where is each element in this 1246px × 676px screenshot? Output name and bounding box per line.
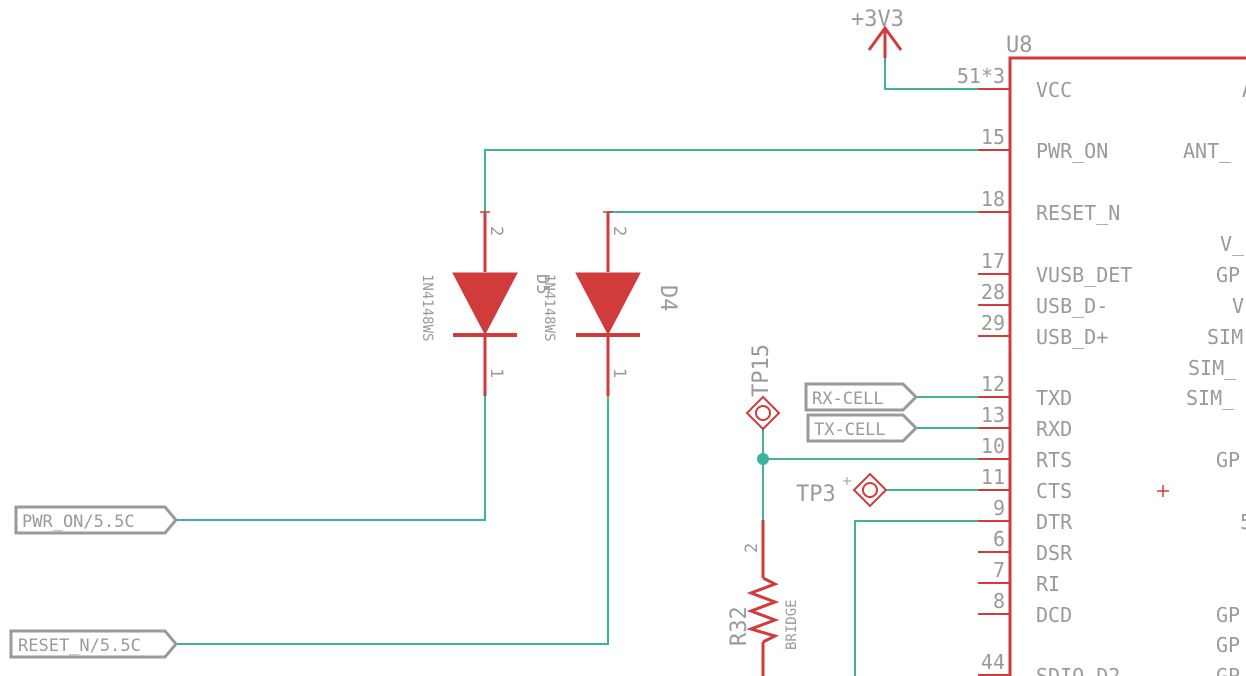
diode-d5[interactable]: 2 1 1N4148WS D5: [532, 211, 641, 396]
pin-num-vusb-det: 17: [981, 249, 1005, 273]
testpoint-tp3[interactable]: TP3: [796, 472, 888, 508]
pin-num-rxd: 13: [981, 403, 1005, 427]
wire-vcc: [884, 58, 978, 90]
diode-d4-designator: D4: [655, 285, 680, 312]
pin-num-usb-dm: 28: [981, 280, 1005, 304]
wire-pwr-on-bottom: [175, 396, 486, 521]
wires: [175, 58, 978, 676]
pin-name-rxd: RXD: [1036, 417, 1072, 441]
power-label: +3V3: [851, 7, 904, 32]
u8-designator: U8: [1006, 33, 1033, 58]
pin-num-txd: 12: [981, 372, 1005, 396]
diode-d5-designator: D5: [532, 274, 552, 294]
r32-value: BRIDGE: [784, 599, 800, 650]
frag-gp-1: GP: [1216, 263, 1240, 287]
net-label-pwr-on[interactable]: PWR_ON/5.5C: [14, 505, 178, 535]
pin-name-dtr: DTR: [1036, 510, 1073, 534]
pin-name-vcc: VCC: [1036, 78, 1072, 102]
frag-sim-1: SIM: [1207, 325, 1243, 349]
net-label-reset-n[interactable]: RESET_N/5.5C: [9, 629, 178, 659]
frag-5: 5: [1240, 510, 1246, 534]
junction-dot: [757, 453, 769, 465]
frag-v-2: V: [1232, 294, 1244, 318]
pin-num-ri: 7: [993, 558, 1005, 582]
pin-num-pwr-on: 15: [981, 125, 1005, 149]
pin-num-dcd: 8: [993, 589, 1005, 613]
pin-num-usb-dp: 29: [981, 311, 1005, 335]
tp3-label: TP3: [796, 482, 836, 507]
pin-name-pwr-on: PWR_ON: [1036, 139, 1108, 163]
diode-d5-value: 1N4148WS: [541, 274, 557, 341]
pin-num-cts: 11: [981, 465, 1005, 489]
frag-ant: ANT_: [1183, 139, 1232, 163]
pin-name-ri: RI: [1036, 572, 1060, 596]
diode-left[interactable]: 2 1 1N4148WS: [419, 211, 518, 396]
net-label-rx-cell[interactable]: RX-CELL: [804, 382, 919, 412]
net-label-pwr-on-text: PWR_ON/5.5C: [22, 512, 135, 532]
frag-gp-5: GP: [1216, 664, 1240, 676]
diode-left-pin-top: 2: [486, 226, 506, 236]
diode-d5-pin-bottom: 1: [609, 368, 629, 378]
pin-num-dsr: 6: [993, 527, 1005, 551]
tp15-label: TP15: [749, 344, 774, 397]
testpoint-tp15[interactable]: TP15: [745, 344, 781, 431]
net-label-reset-n-text: RESET_N/5.5C: [18, 636, 141, 656]
frag-v: V_: [1220, 232, 1245, 256]
pin-num-rts: 10: [981, 434, 1005, 458]
wire-reset-n-bottom: [175, 396, 609, 645]
pin-num-vcc: 51*3: [957, 64, 1005, 88]
frag-gp-4: GP: [1216, 633, 1240, 657]
origin-cross: [1157, 485, 1169, 497]
pin-num-sdio-d2: 44: [981, 650, 1005, 674]
u8-chip[interactable]: U8: [1006, 33, 1246, 676]
frag-a: A: [1242, 78, 1246, 102]
pin-name-rts: RTS: [1036, 448, 1072, 472]
net-label-rx-cell-text: RX-CELL: [812, 389, 884, 409]
net-label-tx-cell[interactable]: TX-CELL: [806, 413, 919, 443]
diode-left-pin-bottom: 1: [486, 368, 506, 378]
u8-pin-numbers: 51*3 15 18 17 28 29 12 13 10 11 9 6 7 8 …: [957, 64, 1005, 674]
wire-dtr: [854, 520, 978, 676]
pin-name-sdio-d2: SDIO_D2: [1036, 664, 1120, 676]
u8-pin-stubs: [978, 88, 1010, 676]
pin-name-dsr: DSR: [1036, 541, 1073, 565]
pin-name-usb-dp: USB_D+: [1036, 325, 1108, 349]
pin-name-txd: TXD: [1036, 386, 1072, 410]
frag-sim-2: SIM_: [1188, 356, 1237, 380]
u8-right-pin-fragments: A ANT_ V_ GP V SIM SIM_ SIM_ GP 5 GP GP …: [1183, 78, 1246, 676]
diode-d5-pin-top: 2: [609, 226, 629, 236]
pin-num-dtr: 9: [993, 496, 1005, 520]
wire-pwr-on-top: [484, 149, 978, 212]
frag-gp-3: GP: [1216, 603, 1240, 627]
pin-num-reset-n: 18: [981, 187, 1005, 211]
r32-designator: R32: [727, 606, 752, 646]
diode-left-value: 1N4148WS: [419, 274, 435, 341]
pin-name-usb-dm: USB_D-: [1036, 294, 1108, 318]
pin-name-vusb-det: VUSB_DET: [1036, 263, 1132, 287]
pin-name-reset-n: RESET_N: [1036, 201, 1120, 225]
net-label-tx-cell-text: TX-CELL: [814, 420, 886, 440]
u8-pin-names: VCC PWR_ON RESET_N VUSB_DET USB_D- USB_D…: [1036, 78, 1132, 676]
frag-gp-2: GP: [1216, 448, 1240, 472]
r32-pin-top: 2: [742, 543, 762, 553]
resistor-r32[interactable]: 2 R32 BRIDGE: [727, 520, 800, 676]
pin-name-cts: CTS: [1036, 479, 1072, 503]
frag-sim-3: SIM_: [1186, 386, 1235, 410]
power-symbol-3v3[interactable]: +3V3: [851, 7, 904, 58]
pin-name-dcd: DCD: [1036, 603, 1072, 627]
